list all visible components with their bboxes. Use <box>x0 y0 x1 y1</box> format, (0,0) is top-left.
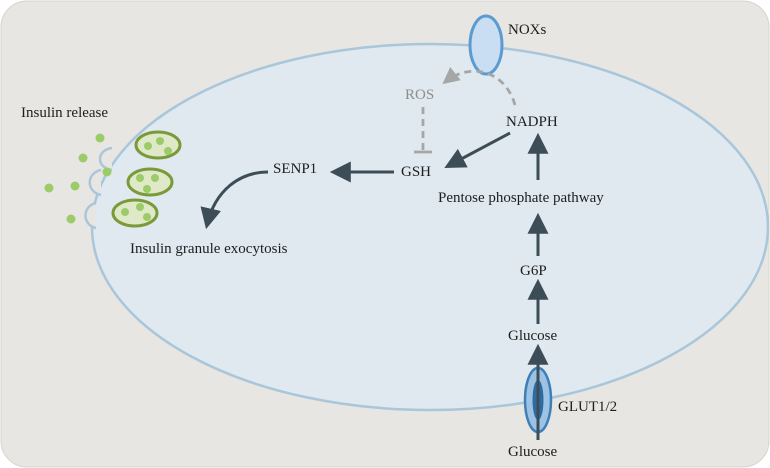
glucose-inside-label: Glucose <box>508 328 558 344</box>
g6p-label: G6P <box>520 263 547 279</box>
insulin-granule-exocytosis-label: Insulin granule exocytosis <box>130 241 288 257</box>
nox-protein-shape <box>468 14 504 76</box>
noxs-label: NOXs <box>508 22 547 38</box>
nadph-to-gsh-arrow <box>444 131 511 168</box>
ros-label: ROS <box>405 87 435 103</box>
released-insulin-dots <box>44 133 112 224</box>
senp1-to-exocytosis-arrow <box>200 170 269 230</box>
senp1-label: SENP1 <box>273 161 318 177</box>
insulin-granule <box>134 130 182 160</box>
insulin-granule <box>126 167 174 197</box>
pentose-phosphate-pathway-label: Pentose phosphate pathway <box>438 190 604 206</box>
glucose-outside-label: Glucose <box>508 444 558 460</box>
membrane-pockets <box>84 146 113 230</box>
insulin-release-label: Insulin release <box>21 105 109 121</box>
insulin-granule <box>111 198 159 228</box>
nox-to-ros-arrow <box>442 67 517 106</box>
gsh-label: GSH <box>401 164 432 180</box>
nadph-label: NADPH <box>506 114 558 130</box>
glut-label: GLUT1/2 <box>558 399 618 415</box>
